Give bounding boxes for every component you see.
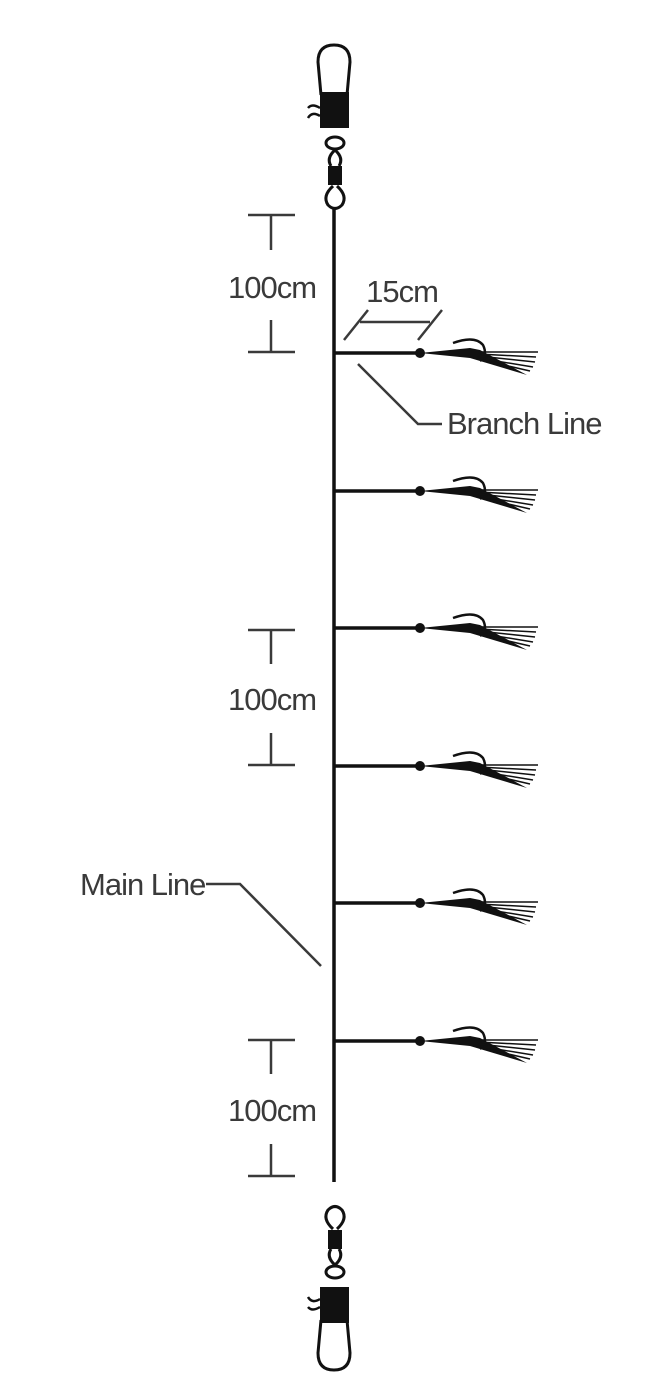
hook-lure-3 [332,612,540,652]
hook-lure-4 [332,750,540,790]
hook-lure-6 [332,1025,540,1065]
spacing-label-3: 100cm [228,1093,316,1128]
branch-length-dimension: 15cm [343,274,443,341]
spacing-dimension-1: 100cm [228,213,317,354]
branch-line-callout: Branch Line [357,363,602,441]
branch-line-label: Branch Line [447,406,601,441]
hook-lure-2 [332,475,540,515]
spacing-dimension-3: 100cm [228,1038,317,1178]
spacing-label-1: 100cm [228,270,316,305]
branch-hooks [332,337,540,1065]
bottom-snap-swivel-icon [306,1205,352,1372]
spacing-label-2: 100cm [228,682,316,717]
hook-lure-5 [332,887,540,927]
branch-length-label: 15cm [366,274,438,309]
top-snap-swivel-icon [306,43,352,210]
spacing-dimension-2: 100cm [228,628,317,767]
main-line-label: Main Line [80,867,205,902]
main-line-callout: Main Line [80,867,322,967]
